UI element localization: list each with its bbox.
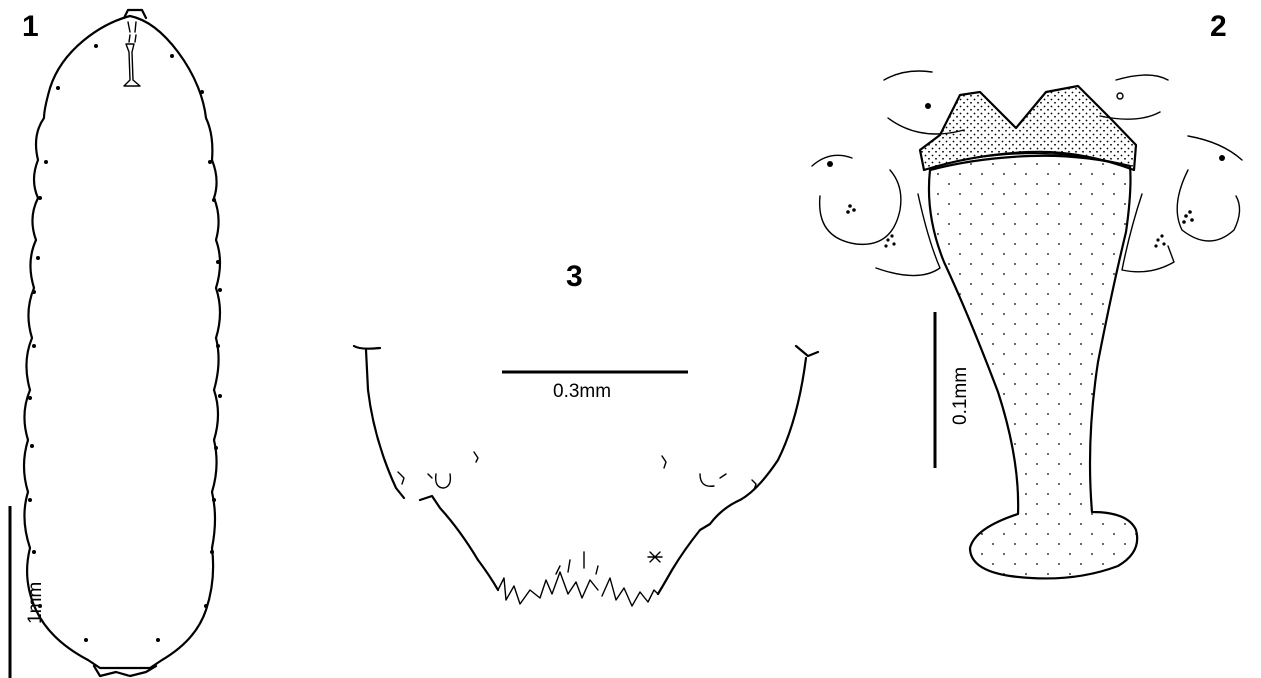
segment-left-margin (352, 344, 406, 500)
larva-body-outline (22, 14, 222, 670)
panel-2-number: 2 (1210, 10, 1227, 43)
panel-3: 3 0.3mm (352, 260, 820, 607)
larva-posterior-end (92, 664, 158, 678)
panel-3-number: 3 (566, 260, 583, 293)
scale-label-1: 1mm (25, 582, 46, 624)
skeleton-crown-inner-line (929, 152, 1131, 169)
segment-left-lower-margin (418, 494, 500, 592)
larva-head-tip (122, 8, 148, 20)
scale-label-3: 0.3mm (553, 381, 611, 402)
sensory-organs-left (811, 70, 965, 277)
larva-setae (28, 44, 222, 642)
segment-fringe-hooks (555, 551, 599, 575)
mouthhook-tips (127, 21, 137, 43)
panel-1: 1 1mm (8, 8, 222, 678)
sensory-organs-right (1099, 74, 1243, 273)
segment-right-margin (656, 344, 820, 596)
segment-sensilla (397, 451, 757, 563)
scale-label-2: 0.1mm (950, 367, 971, 425)
panel-2: 2 0 (811, 10, 1243, 580)
segment-fringe (497, 571, 659, 607)
mouthhook-stalk (123, 43, 141, 87)
panel-1-number: 1 (22, 10, 39, 43)
